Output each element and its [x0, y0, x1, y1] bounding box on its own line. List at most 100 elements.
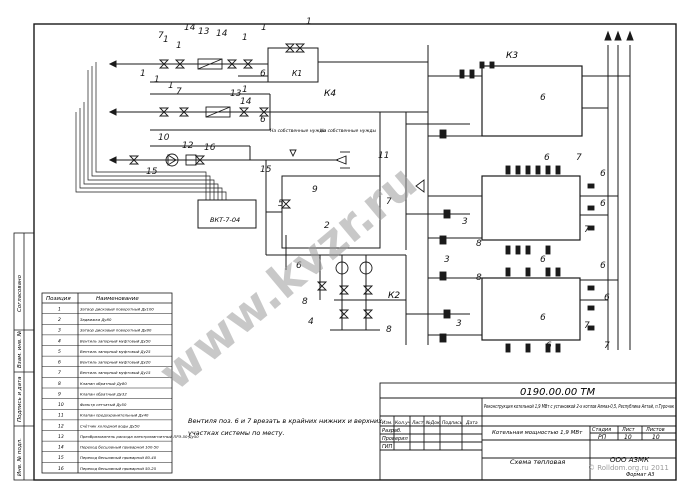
- title-block: [379, 382, 677, 481]
- spec-row-pos: 12: [58, 423, 64, 429]
- callout: 15: [146, 167, 158, 177]
- callout: 7: [584, 321, 590, 331]
- title-col: Подпись: [442, 420, 463, 426]
- label-k4: К4: [324, 89, 336, 99]
- callout: 6: [544, 153, 550, 163]
- callout: 14: [184, 23, 196, 33]
- callout: 13: [230, 89, 242, 99]
- side-stamp: [13, 232, 35, 481]
- callout: 14: [216, 29, 228, 39]
- title-col: Лист: [411, 420, 424, 426]
- callout: 3: [456, 319, 462, 329]
- spec-row-pos: 8: [58, 381, 61, 387]
- spec-row-pos: 14: [58, 445, 64, 451]
- callout: 7: [158, 31, 164, 41]
- label-drain-1: На собственные нужды: [270, 128, 326, 134]
- spec-row-pos: 16: [58, 466, 64, 472]
- callout: 6: [546, 341, 552, 351]
- spec-row-pos: 3: [58, 328, 61, 334]
- title-project: Реконструкция котельной 1,9 МВт с устано…: [484, 404, 674, 410]
- title-sheet-no: 10: [624, 434, 632, 441]
- boilers: [481, 65, 583, 341]
- spec-row-pos: 15: [58, 455, 64, 461]
- spec-col-pos: Позиция: [46, 296, 71, 302]
- spec-row-name: Фильтр сетчатый Ду50: [80, 402, 127, 407]
- cable-bundle: [75, 62, 227, 200]
- boiler-k3: [481, 65, 583, 137]
- note-line-1: Вентиля поз. 6 и 7 врезать в крайних ниж…: [188, 417, 382, 425]
- title-designation: 0190.00.00 ТМ: [520, 387, 596, 398]
- callout: 1: [306, 17, 312, 27]
- callout: 6: [600, 199, 606, 209]
- callout: 2: [324, 221, 330, 231]
- callout: 15: [260, 165, 272, 175]
- callout: 6: [604, 293, 610, 303]
- title-sheets-total: 10: [652, 434, 660, 441]
- callout: 8: [476, 273, 482, 283]
- spec-row-name: Вентиль запорный муфтовый Ду50: [80, 338, 151, 343]
- callout: 1: [154, 75, 160, 85]
- left-valves: [128, 43, 425, 319]
- callout: 13: [198, 27, 210, 37]
- note-line-2: участках системы по месту.: [187, 429, 285, 437]
- spec-row-name: Вентиль запорный муфтовый Ду15: [80, 370, 151, 375]
- callout: 1: [242, 33, 248, 43]
- title-role: Проверил: [382, 436, 408, 442]
- title-sheets-header: Листов: [645, 427, 665, 433]
- label-k3: К3: [506, 51, 518, 61]
- label-drain-2: На собственные нужды: [320, 128, 376, 134]
- spec-row-pos: 10: [58, 402, 64, 408]
- piping: [112, 45, 631, 350]
- side-stamp-sign: Подпись и дата: [17, 376, 23, 422]
- callout: 1: [163, 35, 169, 45]
- spec-row-pos: 5: [58, 349, 61, 355]
- spec-row-name: Клапан обратный Ду80: [80, 381, 127, 386]
- callout: 3: [444, 255, 450, 265]
- callout: 14: [240, 97, 252, 107]
- callout: 6: [260, 69, 266, 79]
- spec-row-name: Преобразователь расхода электромагнитный…: [80, 434, 199, 439]
- riser-arrows: [108, 30, 634, 164]
- spec-row-pos: 13: [58, 434, 64, 440]
- callout: 4: [308, 317, 314, 327]
- title-company: ООО АЗМК: [610, 456, 650, 464]
- spec-row-pos: 9: [58, 391, 61, 397]
- title-role: ГИП: [382, 444, 393, 450]
- spec-row-name: Вентиль запорный муфтовый Ду20: [80, 360, 151, 365]
- callout: 8: [476, 239, 482, 249]
- side-stamp-agreed: Согласовано: [17, 274, 23, 312]
- title-role: Разраб.: [382, 428, 402, 434]
- callout: 6: [260, 115, 266, 125]
- callout: 7: [176, 87, 182, 97]
- boiler-2: [481, 175, 581, 241]
- spec-row-name: Переход бесшовный приварной 100-50: [80, 445, 159, 450]
- title-drawing-name: Схема тепловая: [510, 458, 565, 466]
- spec-row-name: Клапан обратный Ду32: [80, 391, 127, 396]
- callout: 12: [182, 141, 194, 151]
- title-col: Дата: [465, 420, 478, 426]
- spec-row-name: Вентиль запорный муфтовый Ду25: [80, 349, 151, 354]
- callout: 6: [296, 261, 302, 271]
- label-k1: К1: [292, 69, 302, 78]
- spec-row-pos: 2: [58, 317, 61, 323]
- callout: 7: [604, 341, 610, 351]
- spec-row-name: Клапан предохранительный Ду40: [80, 413, 149, 418]
- title-stage: РП: [598, 434, 607, 441]
- callout: 7: [584, 225, 590, 235]
- callout: 5: [278, 199, 284, 209]
- spec-row-pos: 11: [58, 413, 64, 419]
- callout: 1: [168, 81, 174, 91]
- callout: 6: [600, 169, 606, 179]
- label-k2: К2: [388, 291, 400, 301]
- spec-row-name: Счётчик холодной воды Ду50: [80, 423, 140, 428]
- callout: 6: [540, 313, 546, 323]
- boiler-valves: [439, 61, 595, 353]
- callouts: 1 1 1 1 1 1 1 1 1 14 13 14 7 6 7 13 14 6…: [140, 17, 610, 351]
- callout: 1: [242, 85, 248, 95]
- callout: 8: [302, 297, 308, 307]
- title-col: Изм.: [382, 420, 393, 426]
- spec-col-name: Наименование: [96, 296, 139, 302]
- spec-row-pos: 7: [58, 370, 61, 376]
